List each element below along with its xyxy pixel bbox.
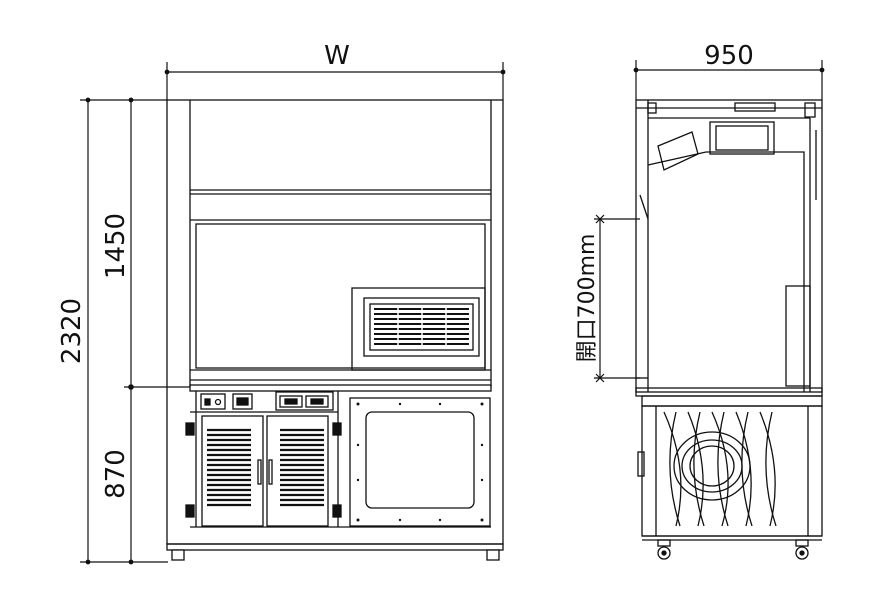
- hinge: [185, 504, 195, 518]
- right-foot: [486, 549, 500, 561]
- hinge: [332, 504, 342, 518]
- sash-window: [195, 223, 486, 369]
- access-panel: [349, 397, 491, 527]
- control-panel: [195, 391, 339, 527]
- total-height-label: 2320: [57, 298, 87, 364]
- width-label: W: [324, 41, 350, 71]
- duct-box: [709, 121, 775, 155]
- depth-label: 950: [704, 41, 754, 71]
- worktop: [189, 384, 492, 392]
- duct-coil: [663, 411, 777, 527]
- double-outlet: [275, 391, 334, 411]
- dimension-lines: [80, 60, 825, 565]
- switch-box: [200, 393, 226, 410]
- cabinet-door-right: [266, 415, 329, 527]
- outlet-box: [232, 393, 253, 410]
- base-cabinet: [185, 397, 491, 528]
- cabinet-door-left: [201, 415, 264, 527]
- upper-height-label: 1450: [101, 213, 131, 279]
- caster-left: [657, 539, 671, 560]
- sash-opening-label: 開口700mm: [575, 234, 600, 363]
- hinge: [185, 422, 195, 436]
- left-foot: [171, 549, 185, 561]
- lower-height-label: 870: [101, 449, 131, 499]
- front-view: [166, 99, 504, 561]
- side-view: [635, 99, 823, 560]
- light-fixture: [657, 131, 699, 171]
- hinge: [332, 422, 342, 436]
- caster-right: [795, 539, 809, 560]
- exhaust-grille: [351, 287, 486, 371]
